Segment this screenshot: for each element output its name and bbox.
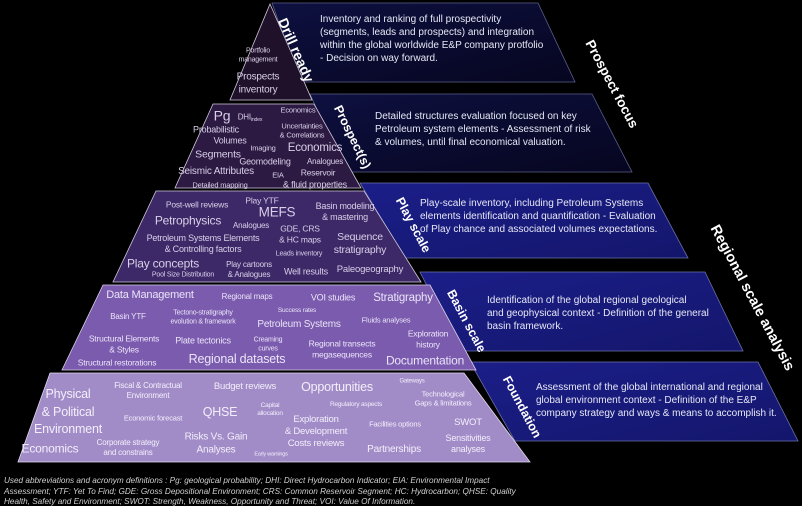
item-economic-forecast: Economic forecast: [123, 413, 183, 423]
item-fluids-analyses: Fluids analyses: [361, 315, 411, 325]
item-success-rates: Success rates: [277, 306, 317, 314]
item-play-concepts: Play concepts: [126, 256, 200, 271]
item-sequence-stratigraphy: Sequence stratigraphy: [333, 230, 387, 256]
description-basin-scale: Identification of the global regional ge…: [487, 295, 709, 332]
item-exploration-history: Exploration history: [407, 328, 449, 349]
item-fluid-properties: & fluid properties: [283, 179, 347, 190]
description-prospects: Detailed structures evaluation focused o…: [375, 111, 591, 148]
item-corporate-strategy: Corporate strategy and constrains: [96, 438, 160, 457]
item-pool-size-distribution: Pool Size Distribution: [151, 271, 215, 279]
item-documentation: Documentation: [385, 353, 465, 368]
item-basin-modeling: Basin modeling & mastering: [315, 200, 375, 222]
item-eia: EIA: [272, 170, 284, 180]
item-play-ytf: Play YTF: [245, 195, 279, 206]
item-prospects-inventory: Prospects inventory: [236, 71, 280, 96]
item-gateways: Gateways: [399, 378, 425, 385]
item-leads-inventory: Leads inventory: [275, 250, 323, 258]
item-probabilistic: Probabilistic: [193, 124, 239, 135]
item-swot: SWOT: [454, 417, 482, 429]
tier-play-scale: [112, 190, 422, 283]
item-tectono-stratigraphy: Tectono-stratigraphy evolution & framewo…: [170, 309, 236, 325]
item-stratigraphy: Stratigraphy: [373, 291, 433, 304]
item-basin-ytf: Basin YTF: [110, 312, 146, 321]
item-regulatory-aspects: Regulatory aspects: [329, 400, 383, 408]
item-budget-reviews: Budget reviews: [213, 381, 277, 393]
item-dhi-index: DHIindex: [238, 112, 263, 123]
item-regional-maps: Regional maps: [221, 292, 273, 301]
dhi-subscript: index: [250, 117, 263, 124]
item-regional-transects: Regional transects megasequences: [308, 338, 376, 359]
item-reservoir: Reservoir: [300, 167, 336, 178]
item-economics-large: Economics: [287, 141, 343, 154]
item-capital-allocation: Capital allocation: [257, 401, 283, 417]
item-seismic-attributes: Seismic Attributes: [178, 165, 254, 177]
item-pg: Pg: [213, 107, 231, 124]
item-paleogeography: Paleogeography: [336, 264, 404, 276]
item-gde-crs-hc-maps: GDE, CRS & HC maps: [279, 223, 321, 244]
item-portfolio-management: Portfolio management: [238, 47, 278, 63]
item-petroleum-systems: Petroleum Systems: [257, 318, 341, 330]
tier-prospects: [174, 103, 362, 189]
item-risks-vs-gain: Risks Vs. Gain Analyses: [184, 431, 248, 456]
item-economics: Economics: [21, 441, 79, 456]
description-play-scale: Play-scale inventory, including Petroleu…: [420, 198, 658, 235]
description-drill-ready: Inventory and ranking of full prospectiv…: [320, 14, 544, 64]
item-post-well-reviews: Post-well reviews: [165, 199, 229, 210]
item-segments: Segments: [195, 148, 241, 161]
abbreviations-caption: Used abbreviations and acronym definitio…: [4, 476, 516, 506]
tier-basin-scale: [61, 284, 477, 371]
item-qhse: QHSE: [202, 405, 238, 420]
item-opportunities: Opportunities: [301, 380, 373, 395]
item-early-warnings: Early warnings: [254, 451, 288, 458]
item-fiscal-contractual: Fiscal & Contractual Environment: [114, 381, 182, 400]
item-volumes: Volumes: [213, 135, 247, 146]
tier-foundation: [17, 372, 531, 463]
item-analogues: Analogues: [306, 157, 344, 166]
item-petrophysics: Petrophysics: [154, 213, 222, 228]
item-structural-elements: Structural Elements & Styles: [88, 333, 160, 354]
item-petroleum-systems-elements: Petroleum Systems Elements & Controlling…: [146, 232, 260, 254]
item-facilities-options: Facilities options: [369, 419, 421, 429]
band-foundation: [469, 361, 799, 442]
tier-drill-ready: [229, 2, 313, 101]
item-physical-political-environment: Physical & Political Environment: [34, 386, 102, 436]
item-uncertainties-correlations: Uncertainties & Correlations: [279, 121, 325, 140]
item-analogues: Analogues: [232, 221, 270, 230]
item-partnerships: Partnerships: [367, 443, 421, 455]
dhi-text: DHI: [237, 112, 251, 122]
item-mefs: MEFS: [258, 204, 296, 220]
item-sensitivities-analyses: Sensitivities analyses: [445, 432, 491, 454]
item-imaging: Imaging: [250, 143, 276, 153]
item-well-results: Well results: [284, 266, 328, 277]
item-detailed-mapping: Detailed mapping: [192, 180, 248, 190]
item-technological-gaps: Technological Gaps & limitations: [414, 389, 472, 408]
item-geomodeling: Geomodeling: [239, 156, 291, 167]
item-economics-small: Economics: [280, 105, 316, 115]
item-structural-restorations: Structural restorations: [77, 357, 157, 368]
item-voi-studies: VOI studies: [310, 292, 356, 303]
item-creaming-curves: Creaming curves: [253, 336, 283, 352]
description-foundation: Assessment of the global international a…: [536, 382, 777, 419]
item-plate-tectonics: Plate tectonics: [175, 335, 231, 346]
item-data-management: Data Management: [106, 289, 194, 302]
item-exploration-development-costs: Exploration & Development Costs reviews: [284, 414, 348, 449]
item-regional-datasets: Regional datasets: [188, 352, 286, 367]
item-play-cartoons: Play cartoons & Analogues: [226, 260, 272, 279]
